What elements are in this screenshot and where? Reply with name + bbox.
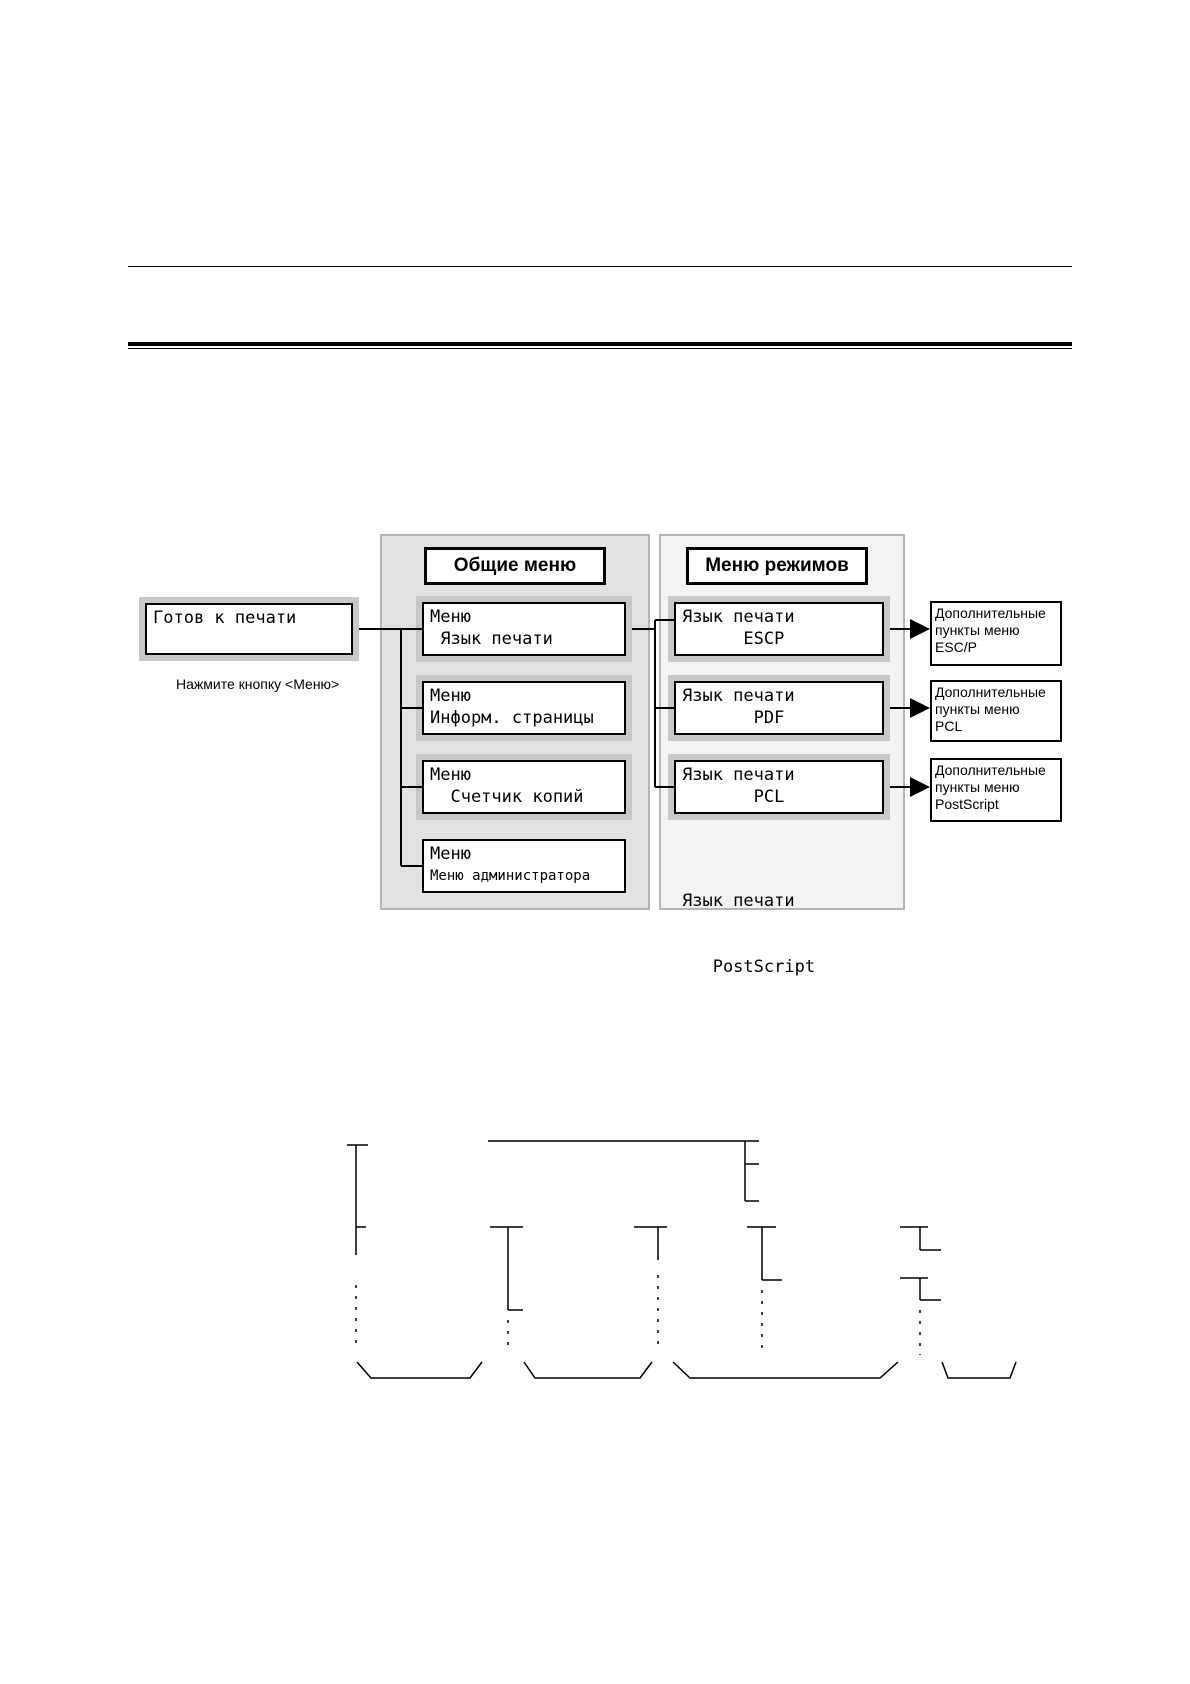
menu-item-line1: Меню — [430, 844, 471, 864]
menu-item-print-language: Меню Язык печати — [416, 596, 632, 662]
section-thick-rule — [128, 342, 1072, 346]
mode-menus-title: Меню режимов — [686, 547, 868, 585]
menu-item-line1: Меню — [430, 765, 471, 785]
mode-item-line1: Язык печати — [682, 891, 795, 911]
mode-item-line2: ESCP — [682, 629, 785, 649]
menu-item-line1: Меню — [430, 686, 471, 706]
menu-item-line2: Информ. страницы — [430, 708, 594, 728]
lower-tree-sketch — [347, 1140, 1017, 1379]
ready-screen-display: Готов к печати — [145, 603, 353, 655]
mode-item-escp: Язык печати ESCP — [668, 596, 890, 662]
extra-items-escp: Дополнительные пункты меню ESC/P — [930, 601, 1062, 666]
menu-item-copy-counter: Меню Счетчик копий — [416, 754, 632, 820]
menu-item-line2: Меню администратора — [430, 868, 591, 884]
mode-item-line1: Язык печати — [682, 765, 795, 785]
menu-item-line2: Язык печати — [430, 629, 553, 649]
extra-items-postscript: Дополнительные пункты меню PostScript — [930, 758, 1062, 822]
ready-screen-text: Готов к печати — [153, 608, 297, 628]
mode-item-line1: Язык печати — [682, 607, 795, 627]
press-menu-caption: Нажмите кнопку <Меню> — [176, 676, 340, 692]
menu-item-line1: Меню — [430, 607, 471, 627]
top-thin-rule — [128, 266, 1072, 267]
mode-item-line2: PDF — [682, 708, 785, 728]
ready-screen: Готов к печати — [139, 597, 359, 661]
mode-item-postscript: Язык печати PostScript — [682, 846, 815, 1000]
mode-item-pdf: Язык печати PDF — [668, 675, 890, 741]
extra-items-pcl: Дополнительные пункты меню PCL — [930, 680, 1062, 742]
mode-item-pcl: Язык печати PCL — [668, 754, 890, 820]
mode-item-line1: Язык печати — [682, 686, 795, 706]
section-thin-rule — [128, 348, 1072, 349]
general-menus-title: Общие меню — [424, 547, 606, 585]
mode-item-line2: PostScript — [682, 957, 816, 977]
mode-item-line2: PCL — [682, 787, 785, 807]
menu-item-line2: Счетчик копий — [430, 787, 584, 807]
